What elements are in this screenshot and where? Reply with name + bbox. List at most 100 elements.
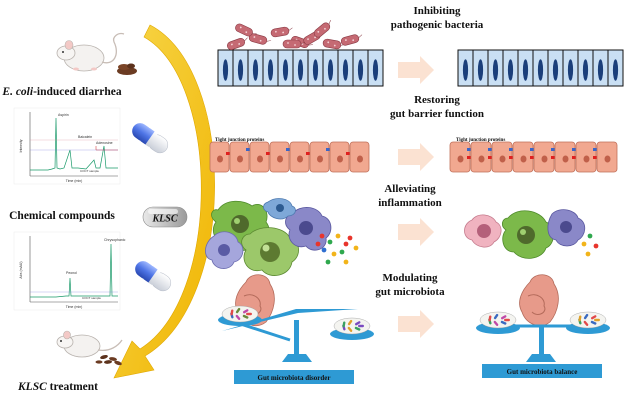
chromatogram-chart-1: Aspirin Baicalein Adenosine COCT sample …: [13, 107, 121, 185]
chart1-peak-label: Aspirin: [58, 113, 69, 117]
cytokines: [315, 233, 359, 265]
epithelium-healthy: [457, 49, 624, 87]
chromatogram-chart-2: Peonol Chrysophanic COCT sample Time (mi…: [13, 231, 126, 311]
balance-label: Gut microbiota balance: [507, 368, 578, 376]
balance-scale-disorder: Gut microbiota disorder: [218, 274, 374, 384]
chart2-peak-label: Chrysophanic: [104, 238, 126, 242]
tight-junction-restored: [449, 141, 618, 173]
cytokines: [581, 233, 599, 257]
transition-arrow: [398, 218, 434, 246]
chart2-peak-label: Peonol: [66, 271, 77, 275]
nucleus: [297, 59, 304, 81]
chart1-trace: [30, 117, 118, 171]
nucleus: [552, 59, 559, 81]
chart1-peak-label: Baicalein: [78, 135, 92, 139]
cytokine-dot: [315, 241, 321, 247]
microbe: [493, 313, 499, 320]
microbe: [358, 324, 364, 328]
nucleus: [567, 59, 574, 81]
cytokine-dot: [321, 247, 327, 253]
nucleus: [357, 59, 364, 81]
nucleus: [372, 59, 379, 81]
bacterium: [340, 34, 363, 46]
bacterium: [248, 33, 272, 45]
nucleus: [267, 59, 274, 81]
microbe: [242, 314, 249, 319]
microbe: [235, 307, 241, 314]
microbe: [500, 320, 507, 325]
chart1-ylabel: Intensity: [19, 139, 23, 152]
klsc-badge: KLSC: [142, 206, 188, 228]
cytokine-dot: [585, 251, 591, 257]
cytokine-dot: [581, 241, 587, 247]
effect-title: Restoring: [414, 94, 460, 106]
effect-title: Modulating: [382, 272, 438, 284]
transition-arrow: [398, 56, 434, 84]
microbe: [500, 315, 507, 320]
effect-title: gut barrier function: [390, 108, 484, 120]
diarrhea-label: E. coli-induced diarrhea: [1, 86, 121, 98]
nucleus: [492, 59, 499, 81]
chart2-sample-label: COCT sample: [82, 296, 101, 300]
nucleus: [612, 59, 619, 81]
cytokine-dot: [343, 241, 349, 247]
microbe: [230, 309, 234, 316]
epithelium-infected: [217, 49, 384, 87]
chart1-sample-label: COCT sample: [80, 169, 99, 173]
nucleus: [597, 59, 604, 81]
immune-cells-resolved: [464, 209, 586, 259]
nucleus: [582, 59, 589, 81]
microbes: [488, 313, 600, 326]
microbes: [230, 307, 364, 332]
transition-arrow: [398, 143, 434, 171]
microbe: [590, 315, 597, 320]
nucleus: [522, 59, 529, 81]
nucleus: [462, 59, 469, 81]
cytokine-dot: [593, 243, 599, 249]
chart1-peak-label: Adenosine: [96, 141, 113, 145]
chart2-xlabel: Time (min): [66, 305, 83, 309]
chart2-ylabel: Abs (mAU): [19, 261, 23, 278]
nucleus: [342, 59, 349, 81]
microbe: [242, 309, 249, 314]
nucleus: [477, 59, 484, 81]
cytokine-dot: [331, 251, 337, 257]
treatment-flow-arrow: [113, 24, 215, 379]
transition-arrow: [398, 310, 434, 338]
nucleus: [222, 59, 229, 81]
chart1-xlabel: Time (min): [66, 179, 83, 183]
petri-dish: [221, 305, 259, 323]
microbe: [488, 315, 492, 322]
microbe: [583, 313, 589, 320]
microbe: [493, 320, 499, 326]
bacterium: [282, 39, 306, 49]
svg-text:KLSC: KLSC: [151, 214, 177, 225]
intestine-icon: [519, 274, 559, 326]
tight-junction-damaged: [209, 141, 370, 173]
pellets-icon: [95, 354, 122, 366]
microbe: [583, 320, 589, 326]
nucleus: [237, 59, 244, 81]
microbe: [235, 314, 241, 320]
microbe: [347, 319, 353, 326]
balance-scale-balanced: Gut microbiota balance: [476, 274, 610, 378]
cytokine-dot: [339, 249, 345, 255]
nucleus: [282, 59, 289, 81]
cytokine-dot: [347, 235, 353, 241]
microbe: [347, 326, 353, 332]
nucleus: [507, 59, 514, 81]
mouse-icon: [56, 32, 125, 72]
tight-junction-label: Tight junction proteins: [456, 138, 505, 143]
cytokine-dot: [353, 245, 359, 251]
nucleus: [312, 59, 319, 81]
bacterium: [270, 26, 293, 38]
klsc-treatment-label: KLSC treatment: [17, 381, 98, 393]
cytokine-dot: [587, 233, 593, 239]
effect-title: gut microbiota: [375, 286, 445, 298]
mouse-icon: [56, 330, 123, 358]
microbe: [594, 318, 600, 322]
effect-title: Inhibiting: [413, 5, 461, 17]
capsule-icon: [135, 261, 172, 292]
capsule-icon: [132, 123, 169, 154]
cytokine-dot: [343, 259, 349, 265]
